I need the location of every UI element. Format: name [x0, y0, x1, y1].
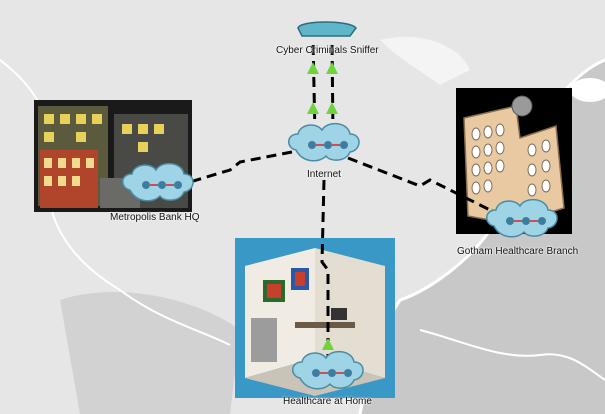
bank-label: Metropolis Bank HQ — [110, 212, 200, 223]
gotham-building-picture — [456, 88, 572, 234]
cloud-router-icon — [486, 198, 558, 238]
cloud-router-icon — [122, 162, 194, 202]
arrow-up-icon — [326, 102, 338, 114]
arrow-up-icon — [307, 102, 319, 114]
land-shading — [60, 291, 240, 414]
sniffer-label: Cyber Criminals Sniffer — [276, 45, 379, 56]
link-internet-bank — [189, 150, 293, 184]
island — [570, 78, 605, 102]
gotham-label: Gotham Healthcare Branch — [457, 246, 579, 257]
arrow-up-icon — [307, 62, 319, 74]
link-internet-gotham — [347, 156, 491, 212]
link-internet-home — [320, 179, 330, 360]
sniffer-device-icon — [297, 21, 357, 37]
arrow-group — [307, 62, 498, 350]
island-coastline — [419, 329, 605, 381]
cloud-router-icon — [288, 122, 360, 162]
cloud-router-icon — [292, 350, 364, 390]
hospital-building-icon — [456, 88, 572, 234]
arrow-up-icon — [326, 62, 338, 74]
arrow-up-icon — [322, 338, 334, 350]
internet-label: Internet — [307, 169, 341, 180]
lake-region — [380, 36, 470, 85]
home-label: Healthcare at Home — [283, 396, 372, 407]
